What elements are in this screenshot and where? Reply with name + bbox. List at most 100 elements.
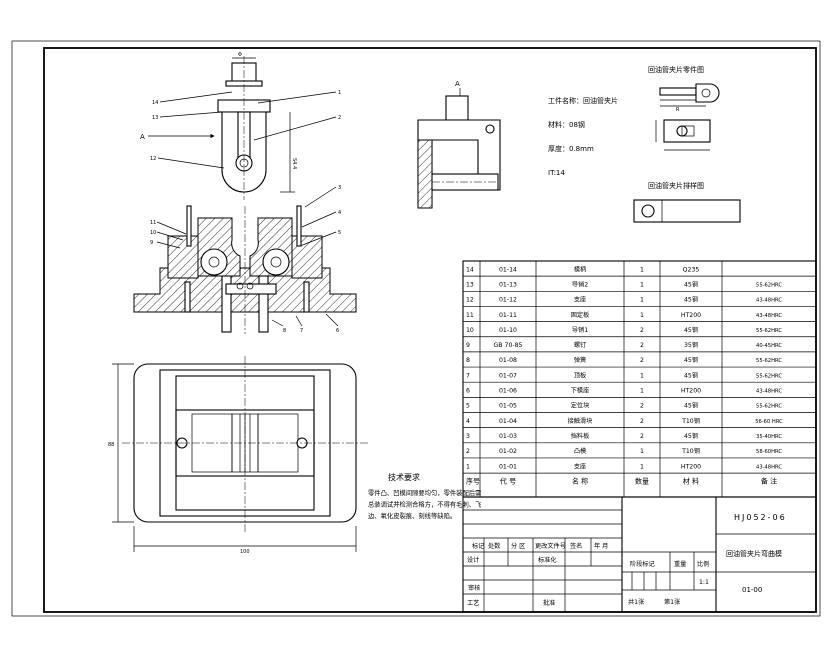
callout-label: 13 xyxy=(152,115,158,121)
arrow-mark: A xyxy=(140,133,145,141)
bom-cell-qty: 1 xyxy=(640,297,644,304)
bom-cell-code: 01-01 xyxy=(499,463,517,470)
layout-drawing xyxy=(633,199,741,223)
bom-cell-code: 01-06 xyxy=(499,388,517,395)
bom-header-code: 代 号 xyxy=(500,477,516,486)
tb-sheets: 共1张 xyxy=(628,598,645,606)
bom-cell-name: 弹簧 xyxy=(574,356,586,364)
thickness-label: 厚度：0.8mm xyxy=(548,144,594,153)
bom-cell-name: 挡料板 xyxy=(571,432,590,440)
bom-cell-material: HT200 xyxy=(681,388,701,395)
callout-label: 5 xyxy=(338,230,341,236)
dim-label: S4.4 xyxy=(291,158,297,169)
top-view-callouts: 14 13 12 1 2 xyxy=(150,90,341,162)
tb-label-approve: 批准 xyxy=(543,599,555,607)
part-drawing xyxy=(655,83,720,151)
tb-label-ratio: 比例 xyxy=(697,560,709,568)
tb-label-review: 审核 xyxy=(468,584,480,592)
bom-cell-no: 13 xyxy=(466,281,474,288)
tb-scale: 1:1 xyxy=(699,579,709,586)
bom-cell-code: 01-12 xyxy=(499,297,517,304)
bom-header-material: 材 料 xyxy=(683,477,699,486)
tb-label-zone: 分 区 xyxy=(511,542,525,550)
bom-cell-qty: 1 xyxy=(640,388,644,395)
bom-cell-remark: 55-62HRC xyxy=(756,328,782,334)
section-mark: A xyxy=(455,80,460,88)
bom-cell-remark: 43-48HRC xyxy=(756,464,782,470)
bom-cell-code: 01-03 xyxy=(499,433,517,440)
tb-label-standard: 标准化 xyxy=(538,556,557,564)
front-view-callouts: 11 10 9 3 4 5 8 7 6 xyxy=(150,185,341,334)
tech-req-text: 零件凸、凹模间隙要均匀，零件装配后需总装调试并检测合格方，不得有毛刺、飞边、氧化… xyxy=(368,488,482,520)
tb-label-signature: 签名 xyxy=(570,542,582,550)
bom-cell-code: 01-14 xyxy=(499,266,517,273)
bom-cell-remark: 56-60 HRC xyxy=(755,419,783,425)
top-view xyxy=(148,56,337,200)
tb-label-process: 工艺 xyxy=(467,599,479,607)
dim-label: R xyxy=(676,107,680,113)
bom-cell-qty: 2 xyxy=(640,357,644,364)
callout-label: 9 xyxy=(150,240,153,246)
tb-label-mark: 标记 xyxy=(472,542,484,550)
callout-label: 6 xyxy=(336,328,339,334)
bom-cell-qty: 2 xyxy=(640,342,644,349)
bom-cell-material: 45钢 xyxy=(684,296,698,304)
part-code: 01-00 xyxy=(742,586,762,594)
bom-cell-name: 支座 xyxy=(574,462,586,470)
bom-cell-material: HT200 xyxy=(681,463,701,470)
bom-cell-no: 1 xyxy=(466,463,470,470)
bom-cell-no: 6 xyxy=(466,388,470,395)
part-side-view xyxy=(417,88,501,209)
bom-cell-code: 01-10 xyxy=(499,327,517,334)
bom-cell-code: 01-11 xyxy=(499,312,517,319)
dim-label: Φ xyxy=(238,52,242,58)
material-label: 材料：08钢 xyxy=(548,120,585,129)
bom-cell-name: 螺钉 xyxy=(574,341,586,349)
bom-cell-remark: 43-48HRC xyxy=(756,298,782,304)
tolerance-label: IT:14 xyxy=(548,169,565,177)
dimension-labels: Φ S4.4 R 100 88 xyxy=(108,52,680,555)
callout-label: 14 xyxy=(152,100,158,106)
bom-cell-name: 导销1 xyxy=(572,326,588,334)
bom-cell-remark: 43-48HRC xyxy=(756,313,782,319)
drawing-number: HJ052-06 xyxy=(734,513,787,522)
bom-cell-remark: 55-62HRC xyxy=(756,404,782,410)
tb-label-design: 设计 xyxy=(467,556,479,564)
tb-sheet-no: 第1张 xyxy=(664,598,681,606)
bom-cell-material: 35钢 xyxy=(684,341,698,349)
bom-header-qty: 数量 xyxy=(635,477,649,486)
callout-label: 11 xyxy=(150,220,156,226)
bom-cell-code: 01-08 xyxy=(499,357,517,364)
bom-cell-name: 凸模 xyxy=(574,447,586,455)
bom-cell-no: 3 xyxy=(466,433,470,440)
bom-header-name: 名 称 xyxy=(572,477,588,486)
bom-cell-no: 4 xyxy=(466,418,470,425)
bom-cell-material: Q235 xyxy=(683,266,700,273)
bom-cell-no: 14 xyxy=(466,266,474,273)
bom-cell-name: 定位块 xyxy=(571,402,590,410)
bom-cell-remark: 55-62HRC xyxy=(756,282,782,288)
bom-cell-name: 支座 xyxy=(574,296,586,304)
plan-view xyxy=(112,356,368,552)
callout-label: 8 xyxy=(283,328,286,334)
bom-cell-remark: 55-62HRC xyxy=(756,373,782,379)
bom-cell-code: 01-04 xyxy=(499,418,517,425)
bom-cell-qty: 2 xyxy=(640,403,644,410)
outer-frame xyxy=(11,40,821,617)
dim-label: 100 xyxy=(240,549,250,555)
bom-cell-qty: 1 xyxy=(640,281,644,288)
bom-cell-material: T10钢 xyxy=(681,447,700,455)
bom-cell-no: 12 xyxy=(466,297,474,304)
bom-cell-material: 45钢 xyxy=(684,326,698,334)
bom-cell-material: 45钢 xyxy=(684,371,698,379)
tech-req-line: 零件凸、凹模间隙要均匀，零件装配后需 xyxy=(368,488,481,497)
bom-cell-qty: 1 xyxy=(640,312,644,319)
callout-label: 7 xyxy=(300,328,303,334)
tech-req-title: 技术要求 xyxy=(388,472,420,482)
bom-cell-no: 5 xyxy=(466,403,470,410)
bom-cell-remark: 35-40HRC xyxy=(756,434,782,440)
bom-cell-qty: 2 xyxy=(640,433,644,440)
bom-cell-material: 45钢 xyxy=(684,280,698,288)
